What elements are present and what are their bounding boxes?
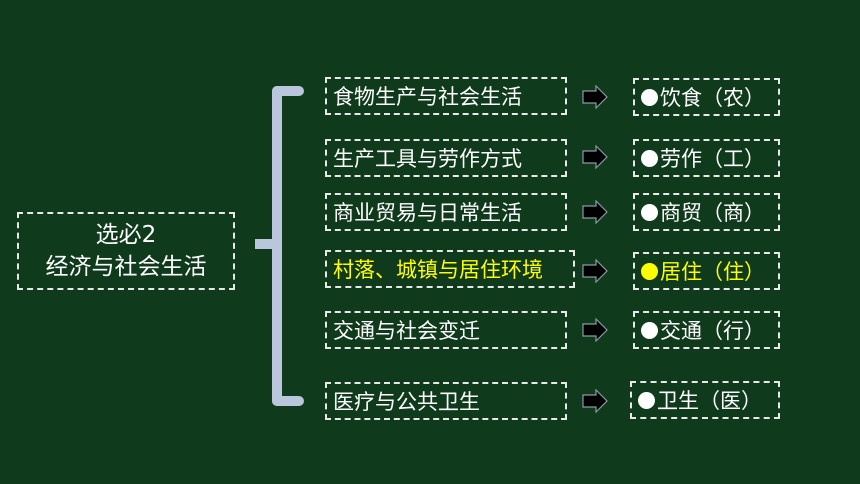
bullet-icon <box>641 149 658 167</box>
category-label: 商贸（商） <box>660 201 765 225</box>
topic-box-medical: 医疗与公共卫生 <box>325 382 567 420</box>
bullet-icon <box>638 391 655 409</box>
topic-label: 交通与社会变迁 <box>333 319 480 343</box>
category-box-trade: 商贸（商） <box>633 193 780 231</box>
category-box-diet: 饮食（农） <box>633 78 780 116</box>
topic-box-transport: 交通与社会变迁 <box>325 311 567 349</box>
topic-label: 村落、城镇与居住环境 <box>333 258 543 282</box>
topic-label: 生产工具与劳作方式 <box>333 147 522 171</box>
category-label: 卫生（医） <box>657 389 762 413</box>
root-title-line1: 选必2 <box>95 222 157 248</box>
category-box-travel: 交通（行） <box>633 311 780 349</box>
right-arrow-icon <box>582 200 608 224</box>
right-arrow-icon <box>582 389 608 413</box>
topic-label: 食物生产与社会生活 <box>333 85 522 109</box>
topic-box-food: 食物生产与社会生活 <box>325 77 567 115</box>
brace-stub <box>255 239 277 249</box>
topic-label: 医疗与公共卫生 <box>333 390 480 414</box>
topic-box-commerce: 商业贸易与日常生活 <box>325 193 567 231</box>
bullet-icon <box>641 321 658 339</box>
category-label: 饮食（农） <box>660 86 765 110</box>
category-box-labor: 劳作（工） <box>633 139 780 177</box>
bullet-icon <box>641 88 658 106</box>
category-label: 居住（住） <box>660 260 765 284</box>
brace-vertical <box>272 86 282 406</box>
right-arrow-icon <box>582 259 608 283</box>
category-label: 劳作（工） <box>660 147 765 171</box>
right-arrow-icon <box>582 145 608 169</box>
right-arrow-icon <box>582 318 608 342</box>
topic-label: 商业贸易与日常生活 <box>333 201 522 225</box>
category-box-housing: 居住（住） <box>633 252 780 290</box>
category-box-health: 卫生（医） <box>630 381 780 419</box>
brace-top-arm <box>272 86 304 96</box>
root-node: 选必2 经济与社会生活 <box>17 212 235 290</box>
topic-box-tools: 生产工具与劳作方式 <box>325 139 567 177</box>
root-title-line2: 经济与社会生活 <box>45 254 207 280</box>
topic-box-settlement: 村落、城镇与居住环境 <box>325 250 575 288</box>
bullet-icon <box>641 203 658 221</box>
right-arrow-icon <box>582 85 608 109</box>
bullet-icon <box>641 262 658 280</box>
category-label: 交通（行） <box>660 319 765 343</box>
brace-bottom-arm <box>272 396 304 406</box>
